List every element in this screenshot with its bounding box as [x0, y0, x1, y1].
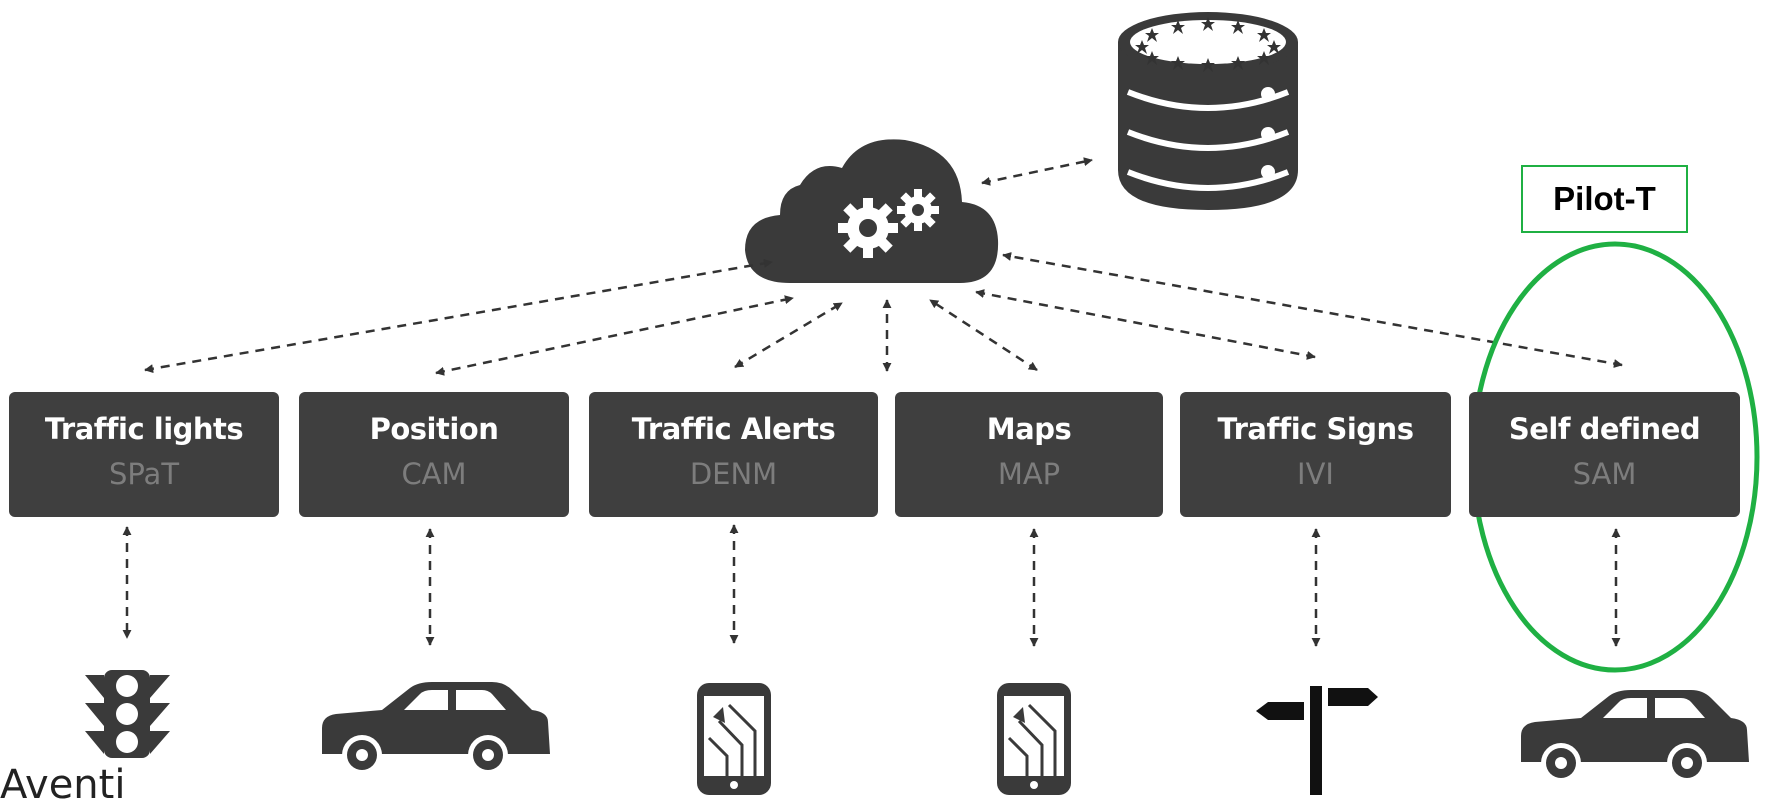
arrow-cloud-position	[435, 295, 794, 376]
traffic-light-icon	[85, 670, 170, 758]
box-title: Maps	[986, 412, 1072, 446]
box-traffic-signs: Traffic Signs IVI	[1180, 392, 1451, 517]
arrow-cloud-traffic-signs	[975, 289, 1316, 360]
box-subtitle: SAM	[1572, 457, 1637, 491]
box-title: Traffic lights	[44, 412, 244, 446]
box-title: Traffic Alerts	[631, 412, 836, 446]
box-subtitle: SPaT	[108, 457, 180, 491]
pilot-label: Pilot-T	[1521, 165, 1688, 233]
smartphone-navigation-icon	[697, 683, 771, 795]
arrow-cloud-maps-2	[929, 298, 1038, 372]
arrow-cloud-traffic-lights	[144, 258, 773, 374]
box-subtitle: CAM	[401, 457, 467, 491]
box-title: Position	[369, 412, 499, 446]
box-self-defined: Self defined SAM	[1469, 392, 1740, 517]
box-subtitle: IVI	[1297, 457, 1334, 491]
box-title: Traffic Signs	[1217, 412, 1414, 446]
smartphone-navigation-icon-2	[997, 683, 1071, 795]
box-traffic-lights: Traffic lights SPaT	[9, 392, 279, 517]
arrow-cloud-self-defined	[1002, 251, 1623, 369]
footer-text: Aventi	[0, 762, 126, 808]
box-subtitle: MAP	[997, 457, 1061, 491]
box-maps: Maps MAP	[895, 392, 1163, 517]
database-icon	[1118, 12, 1298, 210]
cloud-gears-icon	[745, 139, 999, 283]
car-icon	[322, 682, 550, 775]
box-subtitle: DENM	[689, 457, 778, 491]
arrow-cloud-traffic-alerts	[734, 301, 843, 369]
connection-arrows	[122, 157, 1623, 647]
box-traffic-alerts: Traffic Alerts DENM	[589, 392, 878, 517]
arrow-cloud-database	[981, 157, 1093, 186]
signpost-icon	[1256, 686, 1378, 795]
car-icon-2	[1521, 690, 1749, 783]
box-position: Position CAM	[299, 392, 569, 517]
box-title: Self defined	[1508, 412, 1701, 446]
